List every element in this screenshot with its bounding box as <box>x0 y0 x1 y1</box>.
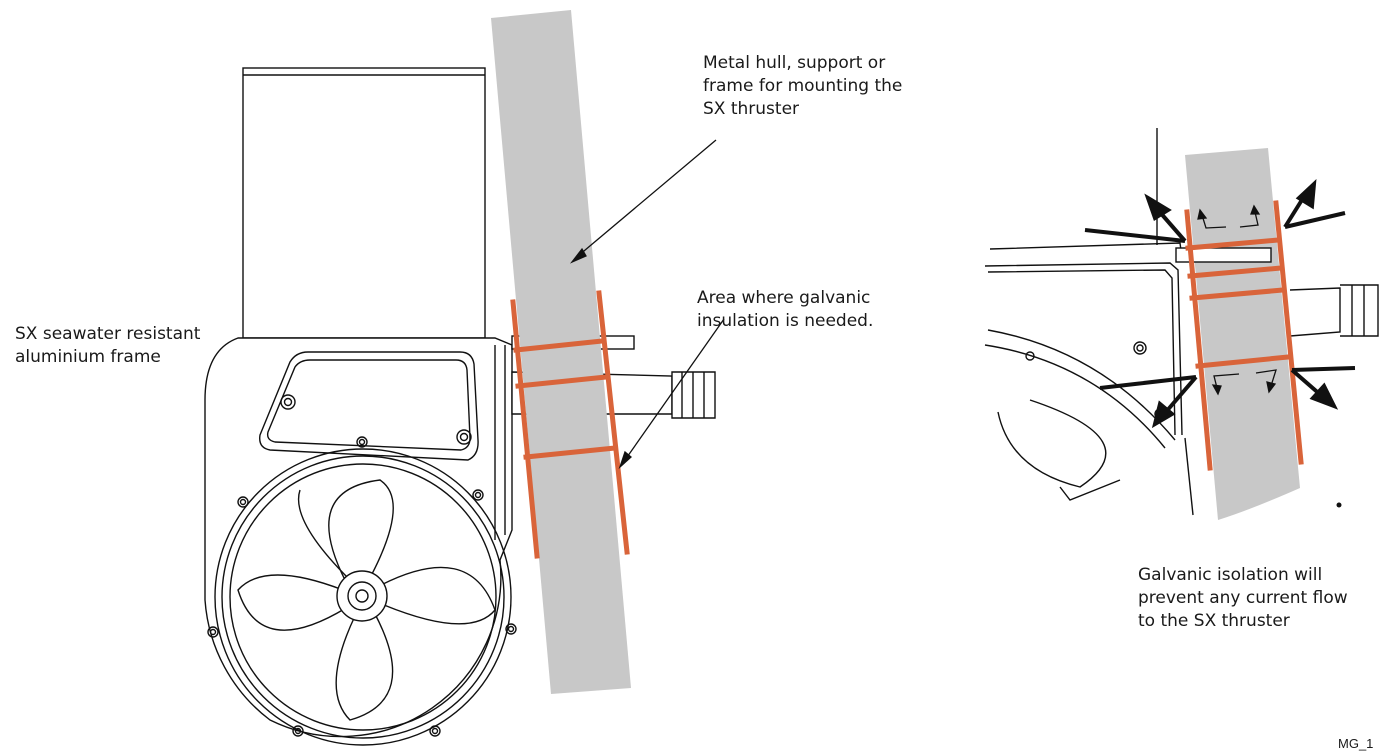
sx-thruster-side-view <box>204 67 716 746</box>
galvanic-insulation-detail <box>1184 200 1304 471</box>
aluminium-frame-label: SX seawater resistant aluminium frame <box>15 324 201 367</box>
detail-hull-plate <box>1185 148 1300 520</box>
motor-cover <box>242 67 486 339</box>
metal-hull-label: Metal hull, support or frame for mountin… <box>703 53 903 119</box>
figure-reference: MG_1 <box>1338 736 1374 751</box>
leader-lines-left <box>569 139 725 470</box>
detail-thruster-parts <box>984 128 1379 516</box>
isolation-detail-view <box>984 128 1379 520</box>
propeller <box>237 479 496 721</box>
frame-window-recess <box>259 351 479 461</box>
frame-bolts <box>207 394 517 737</box>
blocked-current-arrows <box>1197 204 1277 396</box>
aluminium-frame-body <box>204 337 513 738</box>
tunnel-rings <box>214 448 512 746</box>
insulation-area-label: Area where galvanic insulation is needed… <box>697 288 874 331</box>
metal-hull-plate <box>491 10 631 694</box>
isolation-note-label: Galvanic isolation will prevent any curr… <box>1138 565 1348 631</box>
detail-dot <box>1336 502 1342 508</box>
galvanic-insulation-left <box>510 290 630 559</box>
current-flow-arrows <box>1084 178 1356 429</box>
